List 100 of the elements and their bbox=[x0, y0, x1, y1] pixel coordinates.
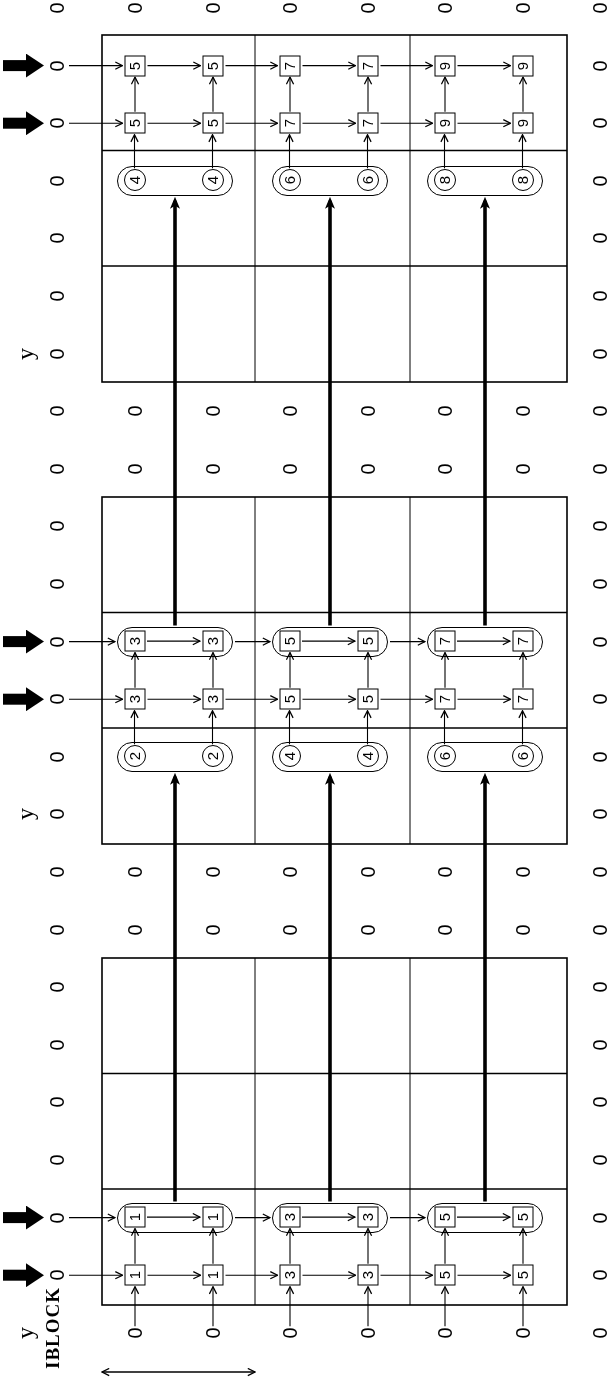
value-text: 0 bbox=[590, 981, 610, 993]
arrow bbox=[130, 76, 140, 113]
value-text: 0 bbox=[47, 693, 67, 705]
circled-number: 6 bbox=[433, 745, 456, 768]
value-text: 0 bbox=[47, 981, 67, 993]
number-box: 5 bbox=[434, 1264, 456, 1286]
value-text: 0 bbox=[513, 463, 533, 475]
arrow bbox=[301, 636, 356, 646]
arrow bbox=[440, 1227, 450, 1265]
number-box: 5 bbox=[357, 688, 379, 710]
number-box: 5 bbox=[512, 1264, 534, 1286]
arrow bbox=[224, 118, 279, 128]
number-box: 5 bbox=[124, 55, 146, 77]
arrow bbox=[379, 118, 434, 128]
value-text: 0 bbox=[203, 2, 223, 14]
number-box: 3 bbox=[124, 630, 145, 652]
number-box: 9 bbox=[512, 55, 534, 77]
arrow bbox=[325, 772, 335, 1202]
arrow bbox=[518, 710, 527, 745]
arrow bbox=[146, 636, 201, 646]
arrow bbox=[285, 76, 295, 113]
arrow bbox=[285, 1286, 295, 1327]
value-text: 0 bbox=[358, 924, 378, 936]
value-text: 0 bbox=[590, 2, 610, 14]
value-text: 0 bbox=[590, 348, 610, 360]
value-text: 0 bbox=[590, 751, 610, 763]
value-text: 0 bbox=[125, 866, 145, 878]
arrow bbox=[234, 1213, 271, 1222]
number-box: 7 bbox=[512, 630, 533, 652]
arrow bbox=[363, 1286, 373, 1327]
number-box: 9 bbox=[512, 112, 534, 134]
arrow bbox=[224, 1270, 279, 1280]
value-text: 0 bbox=[590, 636, 610, 648]
arrow bbox=[456, 1270, 512, 1280]
value-text: 0 bbox=[435, 463, 455, 475]
arrow bbox=[456, 61, 512, 70]
value-text: 0 bbox=[280, 463, 300, 475]
value-text: 0 bbox=[203, 463, 223, 475]
value-text: 0 bbox=[47, 1269, 67, 1281]
value-text: 0 bbox=[513, 1327, 533, 1339]
circled-number: 4 bbox=[123, 169, 146, 192]
arrow bbox=[379, 61, 434, 70]
arrow bbox=[68, 118, 124, 128]
value-text: 0 bbox=[435, 866, 455, 878]
value-text: 0 bbox=[358, 463, 378, 475]
arrow bbox=[301, 1212, 356, 1222]
arrow bbox=[389, 1213, 426, 1222]
number-box: 5 bbox=[512, 1206, 533, 1228]
value-text: 0 bbox=[590, 1039, 610, 1051]
number-box: 1 bbox=[124, 1206, 145, 1228]
value-text: 0 bbox=[47, 1039, 67, 1051]
block-arrow bbox=[3, 1205, 44, 1230]
number-box: 7 bbox=[357, 55, 379, 77]
arrow bbox=[68, 637, 116, 646]
value-text: 0 bbox=[47, 117, 67, 129]
number-box: 7 bbox=[279, 112, 301, 134]
arrow bbox=[208, 710, 217, 745]
value-text: 0 bbox=[358, 1327, 378, 1339]
arrow bbox=[301, 1270, 357, 1280]
value-text: 0 bbox=[590, 1212, 610, 1224]
circled-number: 8 bbox=[511, 169, 534, 192]
axis-label: y bbox=[14, 1326, 36, 1339]
arrow bbox=[234, 637, 271, 646]
arrow bbox=[518, 76, 528, 113]
value-text: 0 bbox=[590, 405, 610, 417]
number-box: 1 bbox=[202, 1206, 223, 1228]
value-text: 0 bbox=[435, 1327, 455, 1339]
number-box: 3 bbox=[124, 688, 146, 710]
number-box: 7 bbox=[434, 630, 455, 652]
value-text: 0 bbox=[358, 2, 378, 14]
value-text: 0 bbox=[203, 866, 223, 878]
value-text: 0 bbox=[203, 405, 223, 417]
value-text: 0 bbox=[590, 117, 610, 129]
value-text: 0 bbox=[47, 1154, 67, 1166]
arrow bbox=[146, 61, 202, 70]
value-text: 0 bbox=[590, 578, 610, 590]
value-text: 0 bbox=[590, 60, 610, 72]
arrow bbox=[146, 694, 202, 704]
value-text: 0 bbox=[47, 1212, 67, 1224]
arrow bbox=[208, 134, 217, 169]
value-text: 0 bbox=[47, 405, 67, 417]
number-box: 5 bbox=[202, 55, 224, 77]
number-box: 7 bbox=[357, 112, 379, 134]
value-text: 0 bbox=[590, 1154, 610, 1166]
arrow bbox=[518, 651, 528, 689]
value-text: 0 bbox=[47, 175, 67, 187]
number-box: 5 bbox=[124, 112, 146, 134]
arrow bbox=[440, 710, 449, 745]
value-text: 0 bbox=[203, 1327, 223, 1339]
arrow bbox=[170, 772, 180, 1202]
value-text: 0 bbox=[590, 808, 610, 820]
number-box: 5 bbox=[357, 630, 378, 652]
value-text: 0 bbox=[358, 866, 378, 878]
arrow bbox=[130, 1286, 140, 1327]
value-text: 0 bbox=[47, 348, 67, 360]
value-text: 0 bbox=[47, 636, 67, 648]
value-text: 0 bbox=[590, 1269, 610, 1281]
block-label: IBLOCK bbox=[44, 1287, 62, 1369]
value-text: 0 bbox=[47, 232, 67, 244]
circled-number: 6 bbox=[511, 745, 534, 768]
